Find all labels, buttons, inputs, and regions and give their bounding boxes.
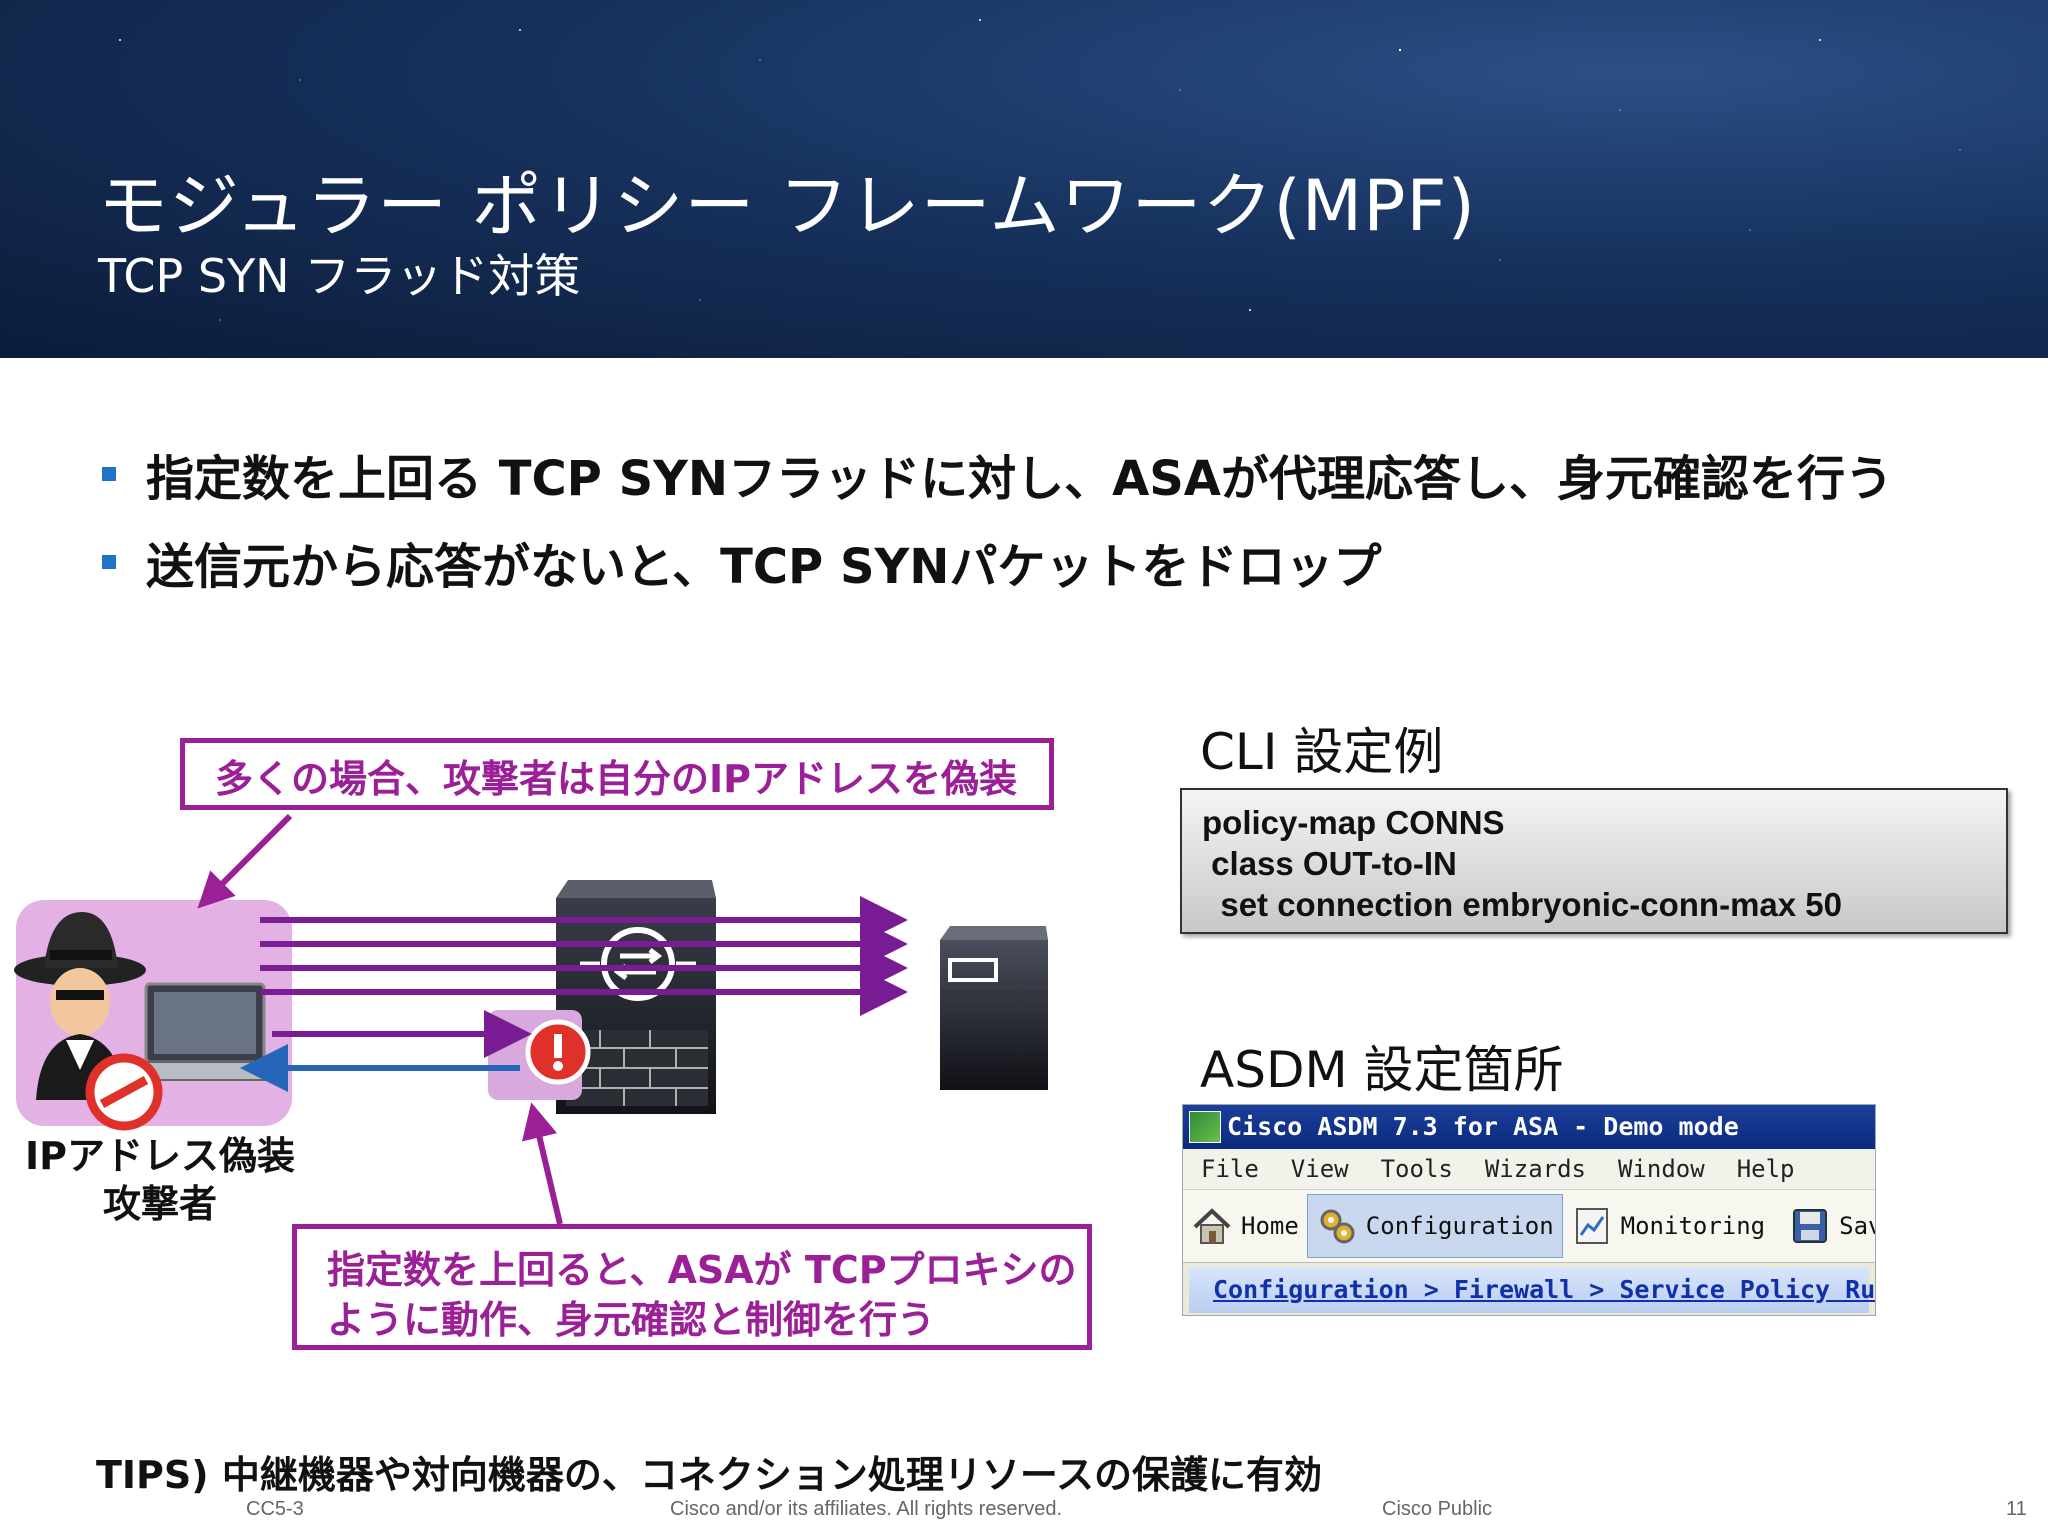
firewall-icon bbox=[556, 880, 716, 1114]
menu-file[interactable]: File bbox=[1201, 1155, 1259, 1183]
monitor-chart-icon bbox=[1575, 1208, 1608, 1244]
home-icon bbox=[1193, 1208, 1231, 1244]
monitoring-label: Monitoring bbox=[1620, 1212, 1766, 1240]
callout-ip-spoofing: 多くの場合、攻撃者は自分のIPアドレスを偽装 bbox=[180, 738, 1054, 810]
bullet-text: 指定数を上回る TCP SYNフラッドに対し、ASAが代理応答し、身元確認を行う bbox=[146, 451, 1893, 507]
asdm-menubar: File View Tools Wizards Window Help bbox=[1183, 1149, 1875, 1190]
slide-title: モジュラー ポリシー フレームワーク(MPF) bbox=[98, 165, 1476, 247]
menu-window[interactable]: Window bbox=[1618, 1155, 1705, 1183]
menu-wizards[interactable]: Wizards bbox=[1484, 1155, 1586, 1183]
home-button[interactable]: Home bbox=[1183, 1195, 1307, 1257]
cli-line: class OUT-to-IN bbox=[1202, 845, 1457, 882]
floppy-disk-icon bbox=[1793, 1209, 1828, 1243]
callout-pointer-arrow bbox=[522, 1102, 563, 1225]
page-number: 11 bbox=[2006, 1498, 2027, 1520]
asdm-window-screenshot: Cisco ASDM 7.3 for ASA - Demo mode File … bbox=[1182, 1104, 1876, 1316]
attacker-label-line: 攻撃者 bbox=[102, 1182, 217, 1226]
monitoring-button[interactable]: Monitoring bbox=[1563, 1195, 1774, 1257]
footer-copyright: Cisco and/or its affiliates. All rights … bbox=[670, 1498, 1063, 1520]
cli-heading: CLI 設定例 bbox=[1200, 723, 1444, 781]
gears-icon bbox=[1320, 1209, 1355, 1244]
configuration-button[interactable]: Configuration bbox=[1306, 1194, 1563, 1258]
asdm-toolbar: Home Configuration Monitoring bbox=[1183, 1190, 1875, 1263]
prohibited-icon bbox=[85, 1053, 163, 1131]
warning-icon bbox=[488, 1010, 591, 1100]
configuration-label: Configuration bbox=[1365, 1212, 1554, 1240]
bullet-item: 指定数を上回る TCP SYNフラッドに対し、ASAが代理応答し、身元確認を行う bbox=[100, 430, 2000, 518]
asdm-breadcrumb[interactable]: Configuration > Firewall > Service Polic… bbox=[1189, 1267, 1875, 1313]
cli-line: policy-map CONNS bbox=[1202, 804, 1505, 841]
slide-subtitle: TCP SYN フラッド対策 bbox=[98, 249, 581, 303]
save-button[interactable]: Save bbox=[1781, 1195, 1875, 1257]
menu-tools[interactable]: Tools bbox=[1380, 1155, 1453, 1183]
attacker-icon bbox=[14, 912, 146, 1100]
bullet-square-icon bbox=[102, 555, 116, 569]
bullet-square-icon bbox=[102, 467, 116, 481]
asdm-app-icon bbox=[1189, 1111, 1221, 1143]
attacker-label: IPアドレス偽装 攻撃者 bbox=[20, 1132, 300, 1228]
menu-view[interactable]: View bbox=[1290, 1155, 1349, 1183]
asdm-heading: ASDM 設定箇所 bbox=[1200, 1041, 1564, 1099]
cli-code-box: policy-map CONNS class OUT-to-IN set con… bbox=[1180, 788, 2008, 934]
footer-classification: Cisco Public bbox=[1382, 1498, 1493, 1520]
asdm-window-title: Cisco ASDM 7.3 for ASA - Demo mode bbox=[1227, 1112, 1739, 1141]
header-banner: モジュラー ポリシー フレームワーク(MPF) TCP SYN フラッド対策 bbox=[0, 0, 2048, 358]
bullet-list: 指定数を上回る TCP SYNフラッドに対し、ASAが代理応答し、身元確認を行う… bbox=[100, 430, 2000, 606]
save-label: Save bbox=[1839, 1212, 1875, 1240]
syn-flood-arrows bbox=[260, 896, 908, 1016]
callout-pointer-arrow bbox=[197, 813, 293, 909]
attacker-label-line: IPアドレス偽装 bbox=[25, 1134, 295, 1178]
callout-tcp-proxy: 指定数を上回ると、ASAが TCPプロキシの ように動作、身元確認と制御を行う bbox=[292, 1224, 1092, 1350]
callout-line: ように動作、身元確認と制御を行う bbox=[327, 1298, 936, 1342]
asdm-titlebar: Cisco ASDM 7.3 for ASA - Demo mode bbox=[1183, 1105, 1875, 1149]
cli-line: set connection embryonic-conn-max 50 bbox=[1202, 886, 1842, 923]
footer-code: CC5-3 bbox=[246, 1498, 304, 1520]
bullet-item: 送信元から応答がないと、TCP SYNパケットをドロップ bbox=[100, 518, 2000, 606]
home-label: Home bbox=[1241, 1212, 1299, 1240]
menu-help[interactable]: Help bbox=[1736, 1155, 1795, 1183]
tips-text: TIPS) 中継機器や対向機器の、コネクション処理リソースの保護に有効 bbox=[96, 1453, 1322, 1497]
bullet-text: 送信元から応答がないと、TCP SYNパケットをドロップ bbox=[146, 539, 1382, 595]
server-icon bbox=[940, 926, 1048, 1090]
callout-line: 指定数を上回ると、ASAが TCPプロキシの bbox=[327, 1248, 1077, 1292]
